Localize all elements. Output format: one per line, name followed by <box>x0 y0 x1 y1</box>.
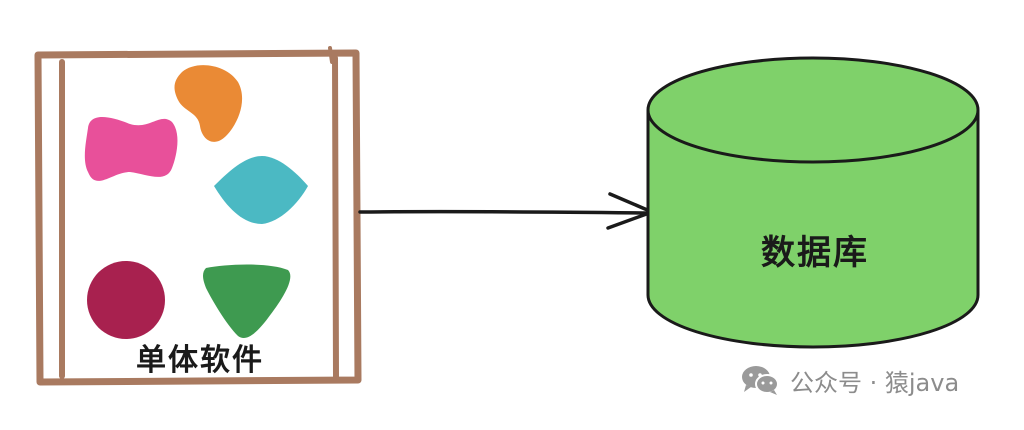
pink-bowtie-shape <box>84 117 178 181</box>
database-cylinder <box>646 56 980 349</box>
monolith-label: 单体软件 <box>136 343 264 378</box>
watermark: 公众号 · 猿java <box>740 360 959 400</box>
teal-diamond-shape <box>214 156 308 224</box>
watermark-text: 公众号 · 猿java <box>790 368 960 397</box>
orange-blob-shape <box>174 65 243 142</box>
monolith-frame <box>34 46 362 386</box>
database-label: 数据库 <box>761 233 869 273</box>
green-triangle-shape <box>203 264 291 338</box>
wechat-icon <box>742 366 779 395</box>
crimson-circle-shape <box>87 261 165 339</box>
arrow-to-database <box>358 192 654 230</box>
